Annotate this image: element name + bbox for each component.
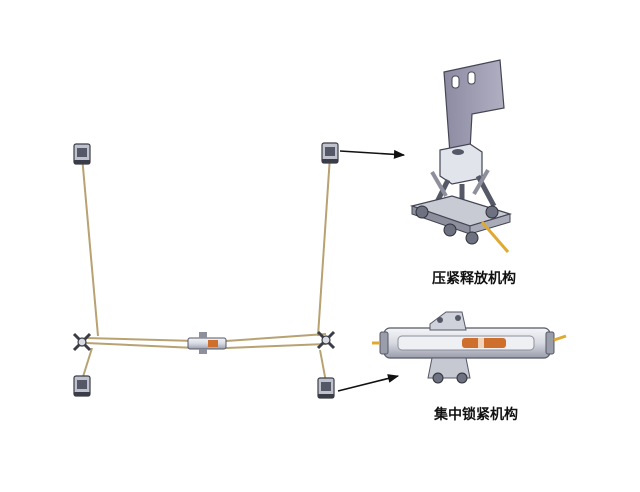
cable-top-left (81, 155, 99, 337)
release-node-bottom-left (73, 375, 91, 397)
cable-network (81, 155, 331, 383)
release-mechanism-label: 压紧释放机构 (432, 271, 516, 287)
release-node-top-right (321, 142, 339, 164)
central-lock-unit (187, 332, 227, 354)
cable-bottom-left (81, 347, 93, 381)
central-lock-mechanism-label: 集中锁紧机构 (434, 407, 518, 423)
pulley-node-left (72, 332, 92, 352)
cable-right-lower (225, 343, 327, 349)
release-node-top-left (73, 143, 91, 165)
release-node-bottom-right (317, 377, 335, 399)
release-mechanism-illustration (409, 59, 513, 253)
central-lock-mechanism-illustration (372, 311, 567, 384)
cable-top-right (317, 155, 331, 337)
arrow-to-release-mechanism (339, 149, 406, 159)
cable-left-lower (85, 342, 197, 349)
cable-right-upper (225, 333, 327, 342)
cable-left-upper (85, 337, 197, 342)
pulley-node-right (316, 330, 336, 350)
arrow-to-central-lock-mechanism (337, 374, 400, 392)
cable-bottom-right (319, 349, 327, 383)
